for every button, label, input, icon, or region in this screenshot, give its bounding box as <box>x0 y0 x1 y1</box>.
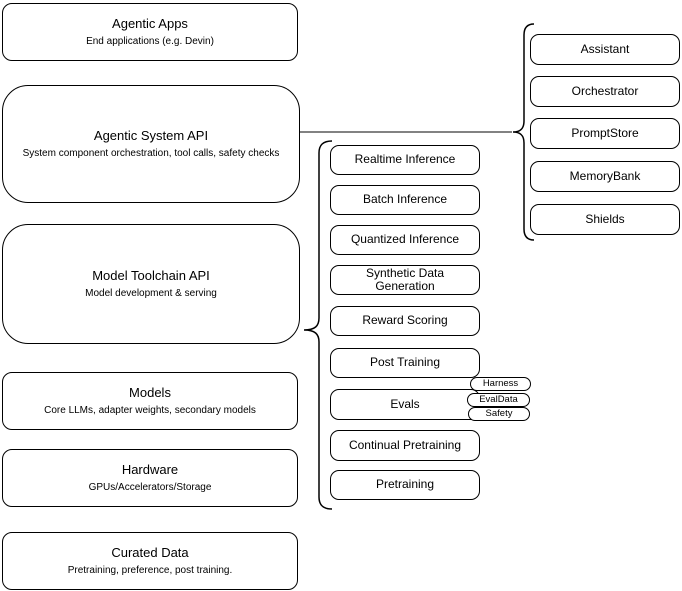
node-memorybank: MemoryBank <box>530 161 680 192</box>
toolchain-group-brace <box>303 140 333 510</box>
pill-evals-safety: Safety <box>468 407 530 421</box>
node-curated-data: Curated Data Pretraining, preference, po… <box>2 532 298 590</box>
node-model-toolchain-api: Model Toolchain API Model development & … <box>2 224 300 344</box>
node-subtitle: System component orchestration, tool cal… <box>22 147 280 159</box>
node-subtitle: GPUs/Accelerators/Storage <box>88 481 212 493</box>
node-assistant: Assistant <box>530 34 680 65</box>
node-reward-scoring: Reward Scoring <box>330 306 480 336</box>
node-promptstore: PromptStore <box>530 118 680 149</box>
node-agentic-system-api: Agentic System API System component orch… <box>2 85 300 203</box>
node-subtitle: Model development & serving <box>85 287 217 299</box>
node-realtime-inference: Realtime Inference <box>330 145 480 175</box>
node-quantized-inference: Quantized Inference <box>330 225 480 255</box>
node-post-training: Post Training <box>330 348 480 378</box>
node-evals: Evals <box>330 389 480 420</box>
node-title: Hardware <box>121 462 179 478</box>
node-subtitle: Pretraining, preference, post training. <box>67 564 233 576</box>
node-pretraining: Pretraining <box>330 470 480 500</box>
node-subtitle: End applications (e.g. Devin) <box>86 35 214 47</box>
node-models: Models Core LLMs, adapter weights, secon… <box>2 372 298 430</box>
pill-evals-evaldata: EvalData <box>467 393 530 407</box>
node-agentic-apps: Agentic Apps End applications (e.g. Devi… <box>2 3 298 61</box>
node-continual-pretraining: Continual Pretraining <box>330 430 480 461</box>
node-orchestrator: Orchestrator <box>530 76 680 107</box>
node-title: Model Toolchain API <box>92 268 210 284</box>
node-hardware: Hardware GPUs/Accelerators/Storage <box>2 449 298 507</box>
node-title: Agentic System API <box>93 128 209 144</box>
node-title: Curated Data <box>111 545 189 561</box>
node-title: Agentic Apps <box>112 16 188 32</box>
node-batch-inference: Batch Inference <box>330 185 480 215</box>
node-subtitle: Core LLMs, adapter weights, secondary mo… <box>44 404 256 416</box>
node-title: Models <box>129 385 171 401</box>
pill-evals-harness: Harness <box>470 377 531 391</box>
node-synthetic-data-generation: Synthetic Data Generation <box>330 265 480 295</box>
node-shields: Shields <box>530 204 680 235</box>
